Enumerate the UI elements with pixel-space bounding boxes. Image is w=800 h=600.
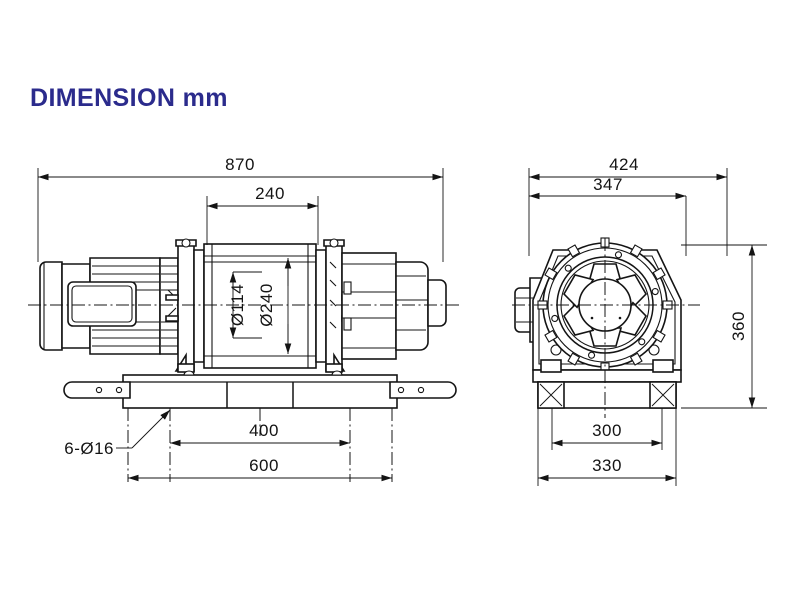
dimension-330: 330: [538, 456, 676, 482]
dim-label-347: 347: [593, 175, 623, 194]
dim-label-600: 600: [249, 456, 279, 475]
gearbox-seams: [342, 263, 396, 349]
gearbox-housing: [341, 252, 397, 360]
base-lug-right-hole-1: [397, 386, 405, 394]
dimension-600: 600: [128, 456, 392, 482]
dim-label-240: 240: [255, 184, 285, 203]
housing-bolt-br: [648, 344, 660, 356]
end-foot-right: [652, 359, 674, 373]
motor-flange-ribs: [161, 265, 178, 347]
end-cap-seams: [396, 275, 428, 331]
dim-ticks-d114: [233, 271, 262, 339]
winch-drum-barrel: [203, 243, 317, 369]
end-view-group: 424 347 360: [512, 155, 767, 486]
base-plate-dividers: [226, 382, 294, 408]
flange-bolt-tabs: [537, 237, 673, 373]
dimension-870: 870: [37, 155, 444, 262]
gearbox-lug-upper: [343, 281, 352, 295]
gearbox-end-cap: [395, 261, 429, 351]
side-view-machine: [39, 238, 457, 409]
dimension-d240: Ø240: [257, 258, 292, 354]
drum-flange-inner-lines: [211, 244, 309, 368]
base-lug-left-hole-1: [95, 386, 103, 394]
motor-terminal-box: [67, 281, 137, 327]
end-base-corner-hatch: [539, 383, 675, 407]
bore-dot-1: [590, 316, 594, 320]
bolt-hole-center-lines: [127, 408, 393, 482]
right-plate-bolt: [329, 238, 339, 248]
dim-label-330: 330: [592, 456, 622, 475]
dimension-424: 424: [528, 155, 728, 256]
dimension-d114: Ø114: [228, 271, 262, 339]
right-foot-pad: [325, 363, 343, 373]
right-side-frame: [315, 249, 327, 363]
dim-label-360: 360: [729, 311, 748, 341]
motor-flange: [159, 257, 179, 355]
right-plate-ribs: [329, 261, 337, 329]
motor-stub-lines: [516, 297, 534, 323]
right-bearing-plate: [325, 242, 343, 372]
dimension-240: 240: [206, 184, 319, 245]
motor-fan-cowl: [39, 261, 63, 351]
base-pin-right: [331, 370, 343, 376]
gearbox-shaft-cover: [427, 279, 447, 327]
dimension-400: 400: [170, 421, 350, 447]
dim-label-870: 870: [225, 155, 255, 174]
dimension-360: 360: [681, 244, 767, 409]
note-6-d16: 6-Ø16: [64, 409, 171, 458]
drum-edge-lines: [204, 255, 316, 357]
dim-label-424: 424: [609, 155, 639, 174]
note-label-6-d16: 6-Ø16: [64, 439, 114, 458]
dimension-300: 300: [552, 421, 662, 447]
flange-bolt-holes: [551, 251, 659, 359]
left-plate-bolt: [181, 238, 191, 248]
bore-dot-2: [618, 316, 622, 320]
dim-label-d240: Ø240: [257, 283, 276, 327]
left-foot-pad: [177, 363, 195, 373]
leader-line: [131, 409, 171, 449]
base-lug-right-hole-2: [417, 386, 425, 394]
dim-label-d114: Ø114: [228, 284, 247, 326]
left-gusset-lower: [165, 315, 179, 322]
base-plate: [122, 374, 398, 409]
terminal-box-inner: [71, 285, 133, 323]
page-title: DIMENSION mm: [30, 84, 228, 112]
hub-spokes: [562, 263, 648, 347]
dimension-347: 347: [529, 175, 687, 256]
base-lug-left-hole-2: [115, 386, 123, 394]
end-view-machine: [514, 237, 682, 409]
left-bearing-plate: [177, 242, 195, 372]
left-gusset-upper: [165, 294, 179, 301]
housing-bolt-bl: [550, 344, 562, 356]
dim-label-400: 400: [249, 421, 279, 440]
side-view-group: 870 240 Ø114 Ø240: [28, 155, 462, 482]
end-foot-left: [540, 359, 562, 373]
gearbox-lug-lower: [343, 317, 352, 331]
base-pin-left: [183, 370, 195, 376]
dim-label-300: 300: [592, 421, 622, 440]
left-side-frame: [193, 249, 205, 363]
